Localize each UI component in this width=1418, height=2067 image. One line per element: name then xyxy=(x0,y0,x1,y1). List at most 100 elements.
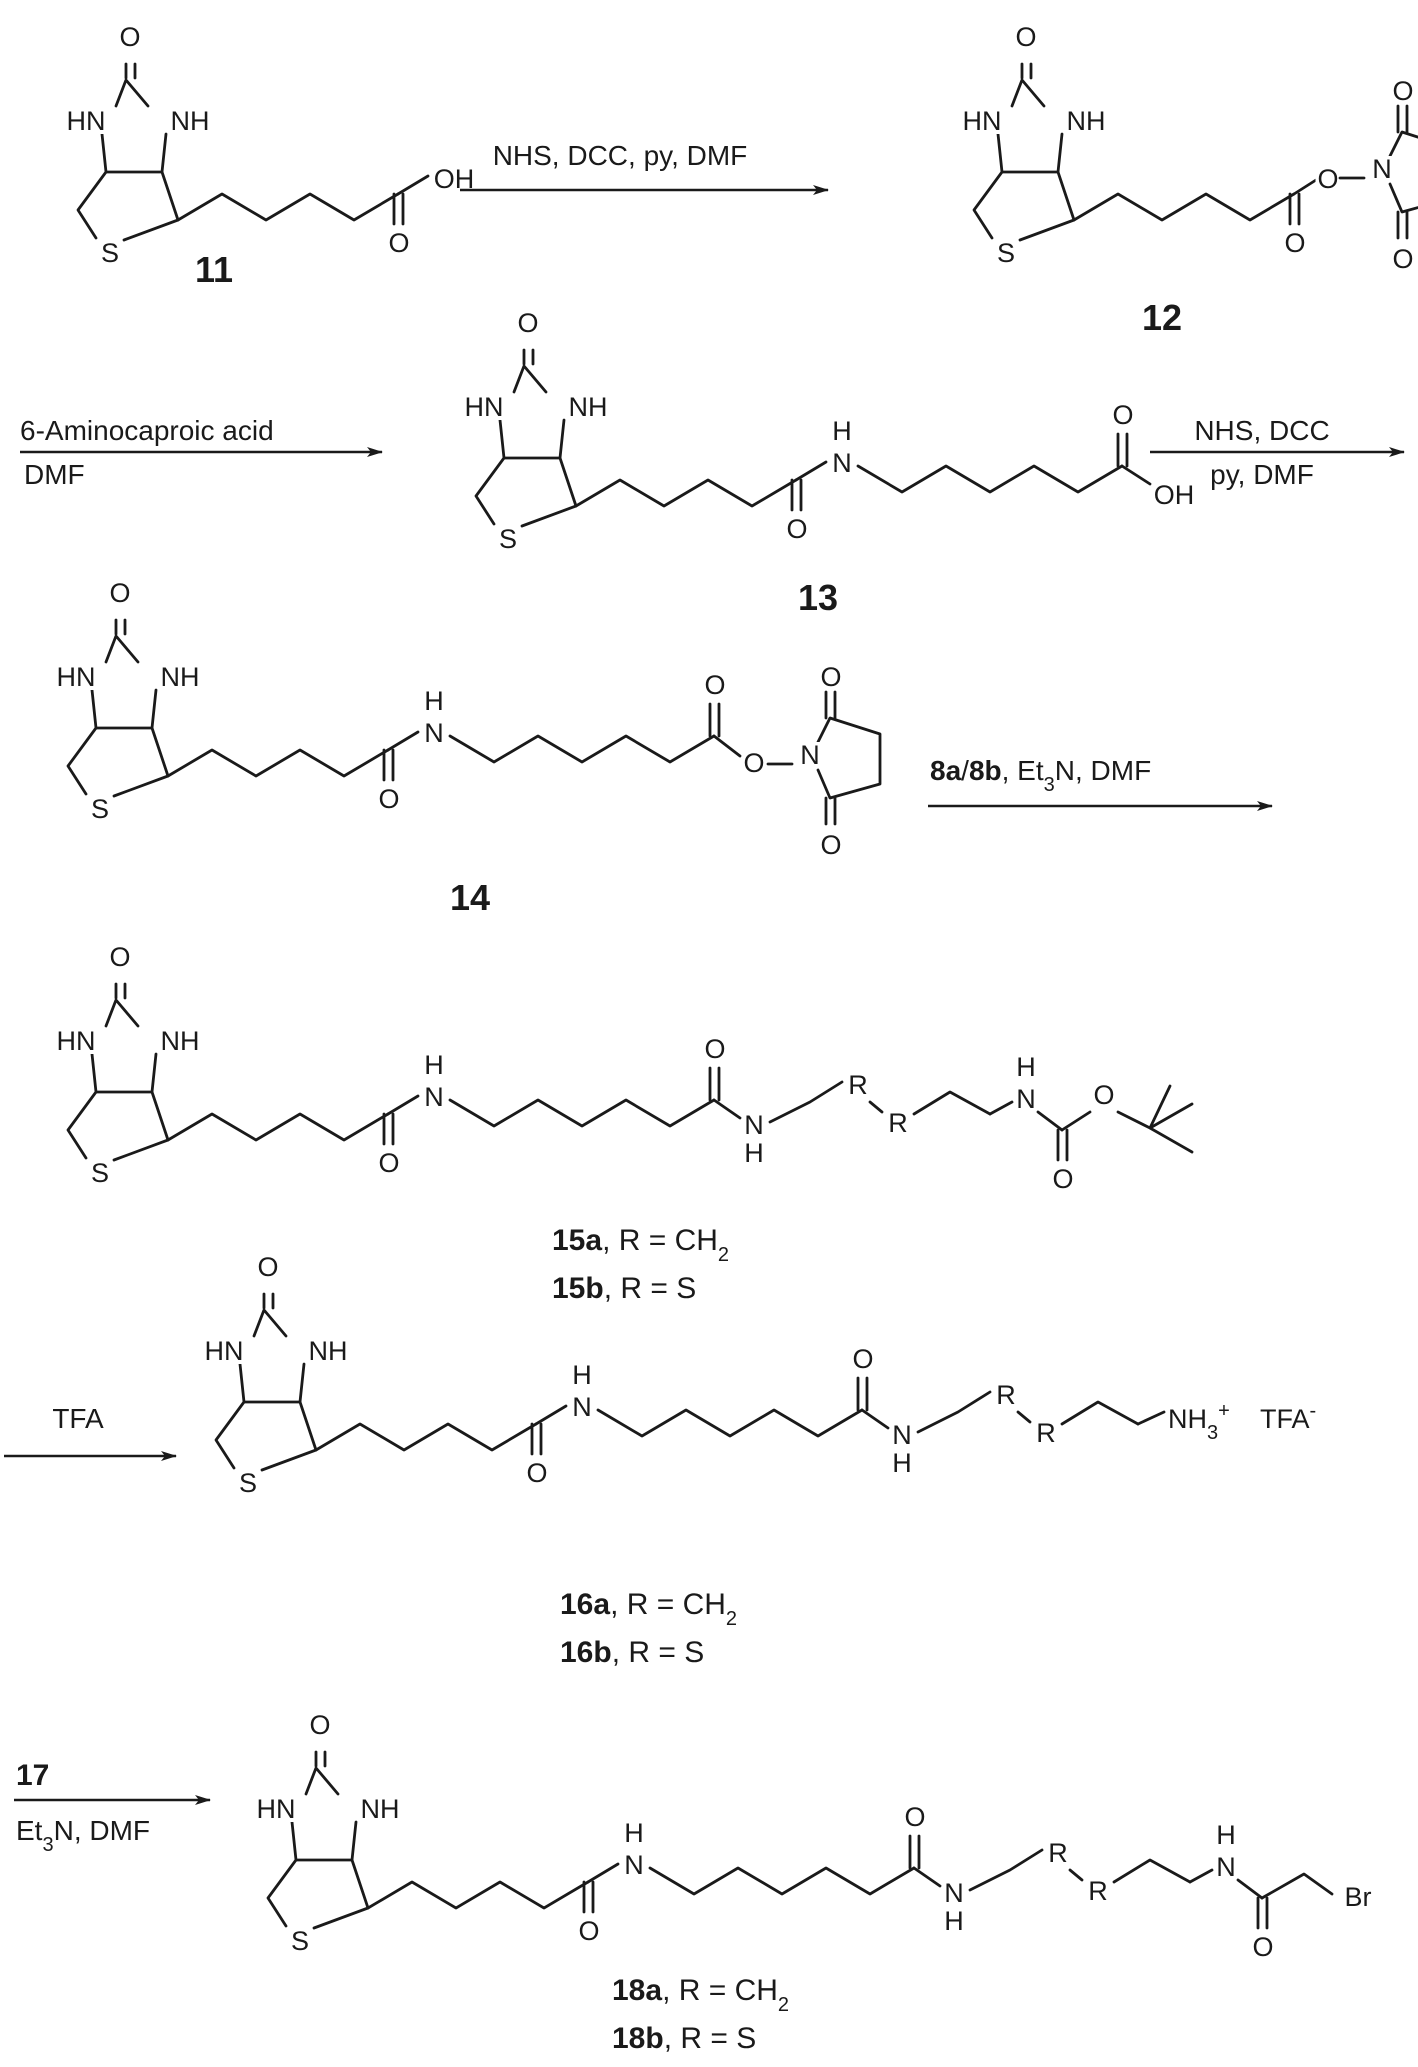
label-knockout xyxy=(254,1796,298,1822)
label-knockout xyxy=(846,1072,870,1098)
amide-bond xyxy=(534,1404,568,1426)
carbonyl-bond xyxy=(382,1112,395,1146)
oxygen-atom: O xyxy=(904,1802,925,1832)
label-knockout xyxy=(306,1338,350,1364)
label-knockout xyxy=(942,1908,966,1934)
oxygen-atom: O xyxy=(1284,228,1305,258)
carbonyl-bond xyxy=(790,478,803,512)
ammonium-group: NH3+ xyxy=(1168,1400,1230,1444)
nitrogen-atom: N xyxy=(1016,1084,1036,1114)
carbonyl-bond xyxy=(392,192,405,226)
label-knockout xyxy=(288,1928,312,1954)
reagent-rest: N, DMF xyxy=(1055,755,1151,786)
sulfur-atom: S xyxy=(997,238,1015,268)
r-group: R xyxy=(848,1070,868,1100)
label-knockout xyxy=(1151,482,1197,508)
carbonyl-bond xyxy=(262,1292,275,1310)
label-knockout xyxy=(422,688,446,714)
r-definition-a: 18a, R = CH2 xyxy=(612,1974,789,2016)
label-knockout xyxy=(496,526,520,552)
alkyl-chain xyxy=(314,1422,538,1452)
alkyl-chain xyxy=(166,1112,390,1142)
label-knockout xyxy=(576,1918,602,1944)
label-knockout xyxy=(358,1796,402,1822)
hydroxyl-group: OH xyxy=(1154,480,1195,510)
compound-label-12: 12 xyxy=(1142,297,1182,338)
label-knockout xyxy=(1046,1840,1070,1866)
label-knockout xyxy=(1050,1166,1076,1192)
reagent-et3n: Et xyxy=(16,1815,43,1846)
thiolane-bond xyxy=(112,726,170,798)
label-knockout xyxy=(960,108,1004,134)
acid-bond xyxy=(1120,464,1152,486)
label-knockout xyxy=(107,580,133,606)
nitrogen-atom: HN xyxy=(57,662,96,692)
amide-bond xyxy=(1236,1878,1264,1900)
label-knockout xyxy=(1214,1822,1238,1848)
compound-label-13: 13 xyxy=(798,577,838,618)
thiolane-bond xyxy=(520,456,578,528)
label-knockout xyxy=(1250,1934,1276,1960)
oxygen-atom: O xyxy=(517,308,538,338)
thiolane-bond xyxy=(312,1858,370,1930)
carbonyl-bond xyxy=(1396,104,1409,134)
carbamate-bond xyxy=(1036,1110,1064,1132)
label-knockout xyxy=(88,1160,112,1186)
label-knockout xyxy=(622,1820,646,1846)
urea-bond xyxy=(104,634,140,664)
r-r-bond xyxy=(1068,1868,1084,1882)
solvent-step-2: DMF xyxy=(24,459,85,490)
label-knockout xyxy=(236,1470,260,1496)
hydrogen-atom: H xyxy=(572,1360,592,1390)
amide-bond xyxy=(386,730,420,752)
label-knockout xyxy=(1390,78,1416,104)
hydrogen-atom: H xyxy=(892,1448,912,1478)
carbonyl-bond xyxy=(314,1750,327,1768)
reagent-rest: N, DMF xyxy=(54,1815,150,1846)
thiolane-bond xyxy=(266,1858,298,1928)
imidazolidine-bond xyxy=(90,688,158,730)
label-knockout xyxy=(107,944,133,970)
thiolane-bond xyxy=(122,170,180,242)
label-knockout xyxy=(1091,1082,1117,1108)
label-knockout xyxy=(1013,24,1039,50)
hydrogen-atom: H xyxy=(424,686,444,716)
label-knockout xyxy=(1034,1420,1058,1446)
sulfur-atom: S xyxy=(91,794,109,824)
oxygen-atom: O xyxy=(109,942,130,972)
compound-id: 15b xyxy=(552,1272,604,1305)
label-knockout xyxy=(422,720,446,746)
nitrogen-atom: N xyxy=(1372,154,1392,184)
oxygen-atom: O xyxy=(852,1344,873,1374)
label-knockout xyxy=(158,1028,202,1054)
nitrogen-atom: N xyxy=(832,448,852,478)
amide-bond xyxy=(586,1862,620,1884)
oxygen-atom: O xyxy=(820,830,841,860)
ethylene-bond xyxy=(916,1390,992,1434)
ester-bond xyxy=(1292,178,1318,196)
amide-bond xyxy=(860,1408,890,1430)
aminocaproyl-chain xyxy=(448,1098,716,1128)
acid-bond xyxy=(396,174,430,196)
compound-id: 15a xyxy=(552,1224,602,1257)
label-knockout xyxy=(158,664,202,690)
carbonyl-bond xyxy=(1256,1896,1269,1930)
reagent-et3n: , Et xyxy=(1002,755,1044,786)
label-knockout xyxy=(1014,1054,1038,1080)
urea-bond xyxy=(104,998,140,1028)
r-r-bond xyxy=(868,1100,884,1114)
label-knockout xyxy=(1282,230,1308,256)
hydrogen-atom: H xyxy=(944,1906,964,1936)
amide-bond xyxy=(386,1094,420,1116)
thiolane-bond xyxy=(214,1400,246,1470)
compound-id: 18a xyxy=(612,1974,662,2007)
reagent-8a: 8a xyxy=(930,755,962,786)
succinimide-ring: OON xyxy=(798,662,882,860)
amide-bond xyxy=(912,1866,942,1888)
oxygen-atom: O xyxy=(378,784,399,814)
ammonium-n: NH xyxy=(1168,1404,1207,1434)
